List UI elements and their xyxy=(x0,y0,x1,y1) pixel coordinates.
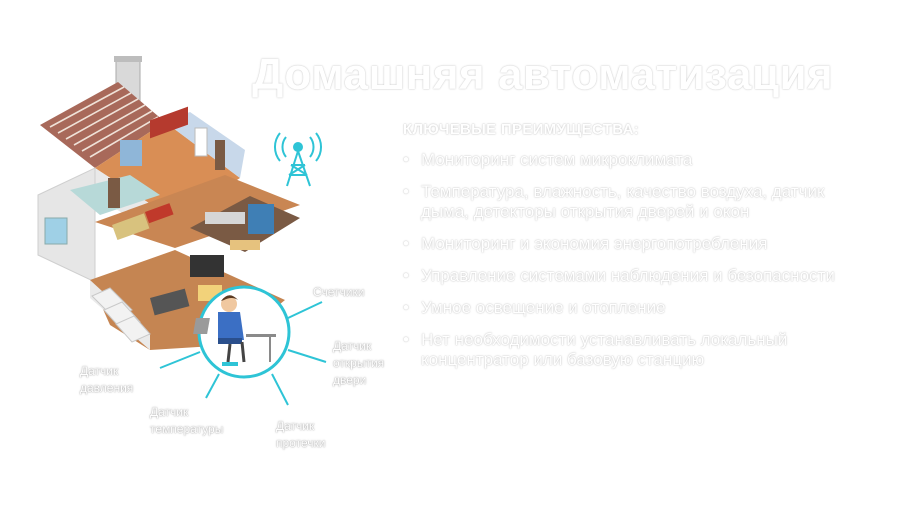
bullet-icon: • xyxy=(403,298,409,317)
kitchen xyxy=(190,196,300,252)
benefit-item: •Мониторинг и экономия энергопотребления xyxy=(403,234,768,253)
sensor-label-leak: Датчик протечки xyxy=(276,419,326,450)
benefit-item: •Умное освещение и отопление xyxy=(403,298,666,317)
living-room xyxy=(70,175,300,248)
benefit-item: •Управление системами наблюдения и безоп… xyxy=(403,266,835,285)
side-wall xyxy=(37,167,96,283)
antenna-icon xyxy=(273,132,323,187)
bullet-icon: • xyxy=(403,266,409,285)
sensor-label-temperature: Датчик температуры xyxy=(150,405,224,436)
sensor-connectors xyxy=(159,301,327,406)
benefit-item: •Температура, влажность, качество воздух… xyxy=(403,182,825,221)
benefits-list: •Мониторинг систем микроклимата •Темпера… xyxy=(403,150,873,382)
bullet-icon: • xyxy=(403,182,409,201)
benefit-item: •Нет необходимости устанавливать локальн… xyxy=(403,330,788,369)
stairs xyxy=(91,287,151,343)
page-title: Домашняя автоматизация xyxy=(252,50,834,99)
bullet-icon: • xyxy=(403,330,409,349)
sensor-label-door: Датчик открытия двери xyxy=(333,339,385,387)
sensor-label-pressure: Датчик давления xyxy=(80,364,134,395)
roof xyxy=(40,82,165,168)
bullet-icon: • xyxy=(403,234,409,253)
benefits-heading: КЛЮЧЕВЫЕ ПРЕИМУЩЕСТВА: xyxy=(403,121,640,138)
bullet-icon: • xyxy=(403,150,409,169)
benefit-item: •Мониторинг систем микроклимата xyxy=(403,150,693,169)
sensor-label-meters: Счетчики xyxy=(313,285,365,299)
user-at-computer-icon xyxy=(193,285,291,379)
